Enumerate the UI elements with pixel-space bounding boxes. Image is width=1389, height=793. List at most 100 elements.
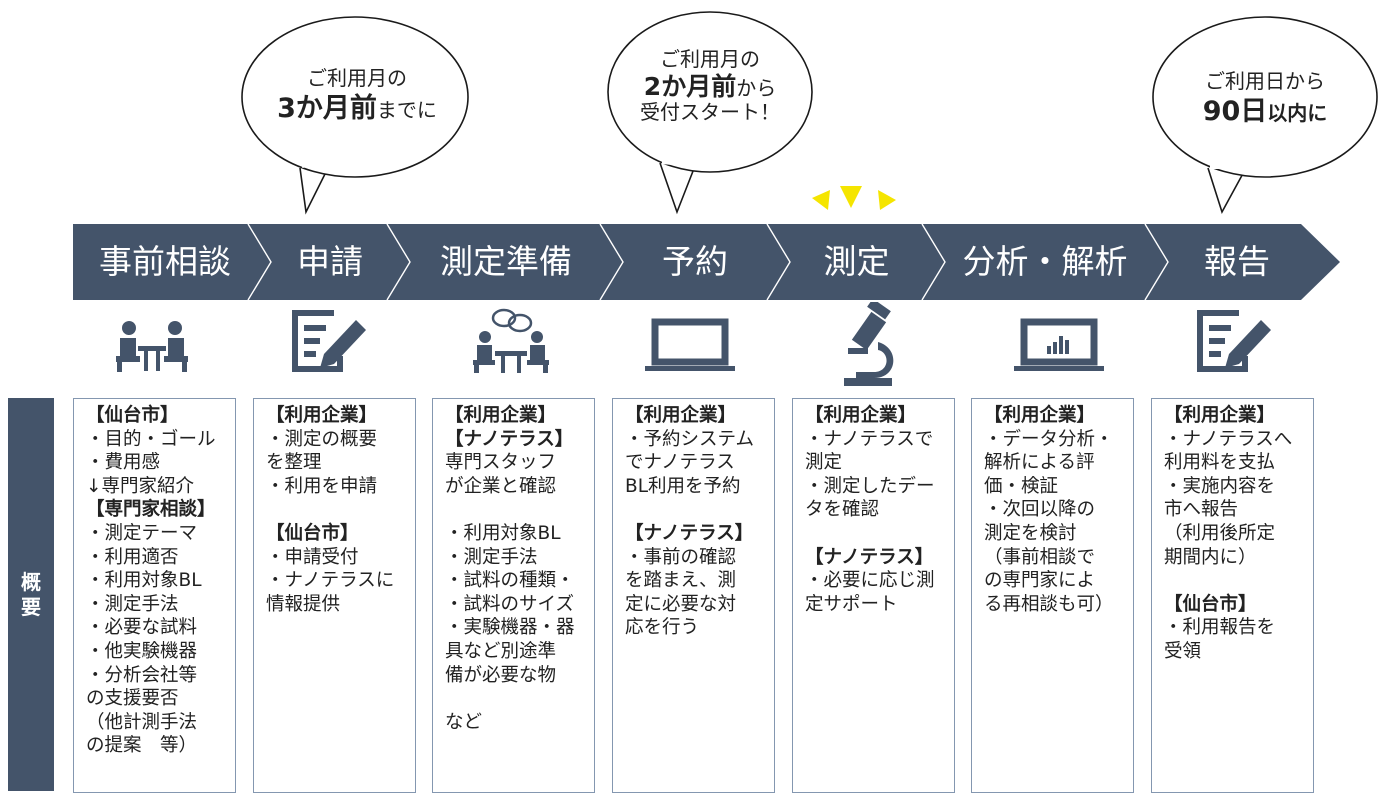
document-edit-icon (292, 310, 366, 372)
step-label-consultation: 事前相談 (99, 242, 231, 281)
overview-box-application: 【利用企業】・測定の概要を整理・利用を申請【仙台市】・申請受付・ナノテラスに情報… (253, 398, 416, 793)
box-line: を整理 (266, 452, 322, 474)
box-line: 期間内に） (1164, 546, 1257, 568)
box-line: ・分析会社等 (86, 664, 198, 686)
bubble-2-suffix: から (736, 75, 777, 100)
box-line: 定サポート (805, 593, 898, 615)
box-heading: 【利用企業】 (805, 405, 917, 426)
step-label-measurement: 測定 (823, 242, 890, 281)
box-line: 市へ報告 (1164, 499, 1239, 521)
box-line: 価・検証 (984, 475, 1059, 497)
box-line: など (445, 711, 483, 733)
box-heading: 【ナノテラス】 (805, 546, 934, 568)
document-edit-icon (1197, 310, 1271, 372)
box-line: 専門スタッフ (445, 452, 557, 474)
box-line: 測定を検討 (984, 522, 1077, 544)
microscope-icon (844, 302, 894, 386)
box-line: ・利用報告を (1164, 617, 1276, 639)
box-line: の専門家によ (984, 570, 1096, 592)
step-label-application: 申請 (297, 242, 363, 281)
speech-bubble-3 (1152, 16, 1378, 215)
box-line: ↓専門家紹介 (86, 475, 195, 497)
bubble-2-line3: 受付スタート！ (640, 100, 780, 125)
box-line: の提案 等） (86, 735, 198, 757)
box-heading: 【利用企業】 (984, 405, 1096, 426)
box-line: の支援要否 (86, 688, 179, 710)
box-line: ・利用対象BL (86, 570, 202, 592)
box-heading: 【利用企業】 (625, 405, 737, 426)
overview-side-label: 概 要 (8, 398, 54, 791)
box-line (266, 498, 409, 522)
box-line: ・実施内容を (1164, 475, 1276, 497)
overview-box-preparation: 【利用企業】【ナノテラス】専門スタッフが企業と確認・利用対象BL・測定手法・試料… (432, 398, 595, 793)
overview-box-analysis: 【利用企業】・データ分析・解析による評価・検証・次回以降の測定を検討（事前相談で… (971, 398, 1134, 793)
box-line: ・利用適否 (86, 546, 179, 568)
box-line: BL利用を予約 (625, 475, 741, 497)
box-heading: 【利用企業】 (445, 405, 557, 426)
box-heading: 【利用企業】 (266, 405, 378, 426)
box-line: ・必要に応じ測 (805, 570, 935, 592)
overview-box-consultation: 【仙台市】・目的・ゴール・費用感↓専門家紹介【専門家相談】・測定テーマ・利用適否… (73, 398, 236, 793)
box-heading: 【仙台市】 (266, 522, 359, 544)
step-label-preparation: 測定準備 (440, 242, 572, 281)
box-line: ・測定テーマ (86, 522, 198, 544)
box-line: ・費用感 (86, 452, 161, 474)
box-line: ・測定手法 (445, 546, 538, 568)
box-line: 応を行う (625, 617, 700, 639)
bubble-3-line1: ご利用日から (1205, 69, 1325, 93)
box-line: 具など別途準 (445, 640, 557, 662)
highlight-sparkles (812, 186, 896, 210)
box-line: ・利用を申請 (266, 475, 378, 497)
box-line: ・次回以降の (984, 499, 1096, 521)
box-line: ・申請受付 (266, 546, 359, 568)
box-line: ・予約システム (625, 428, 754, 450)
speech-bubble-1 (241, 16, 469, 215)
box-line: が企業と確認 (445, 475, 557, 497)
box-line: ・測定手法 (86, 593, 179, 615)
box-line: （利用後所定 (1164, 522, 1276, 544)
box-line: ・ナノテラスに (266, 570, 395, 592)
box-line: ・他実験機器 (86, 640, 198, 662)
box-line (625, 498, 768, 522)
box-line: 解析による評 (984, 452, 1095, 474)
analytics-laptop-icon (1014, 318, 1104, 371)
overview-box-report: 【利用企業】・ナノテラスへ利用料を支払・実施内容を市へ報告（利用後所定期間内に）… (1151, 398, 1314, 793)
box-line: ・ナノテラスへ (1164, 428, 1293, 450)
step-label-report: 報告 (1204, 242, 1270, 281)
box-line: ・実験機器・器 (445, 617, 575, 639)
box-line: ・測定したデー (805, 475, 935, 497)
box-line: ・ナノテラスで (805, 428, 934, 450)
box-line (805, 522, 948, 546)
box-line: 利用料を支払 (1164, 452, 1276, 474)
box-line: 測定 (805, 452, 843, 474)
box-heading: 【利用企業】 (1164, 405, 1276, 426)
box-line: 定に必要な対 (625, 593, 737, 615)
bubble-1-line1: ご利用月の (307, 66, 407, 90)
box-line (445, 687, 588, 711)
box-heading: 【仙台市】 (1164, 593, 1257, 615)
box-heading: 【仙台市】 (86, 405, 179, 426)
bubble-2-line1: ご利用月の (660, 47, 760, 71)
bubble-3-text: ご利用日から 90日以内に (1170, 69, 1360, 127)
meeting-icon (116, 321, 188, 372)
box-line: ・データ分析・ (984, 428, 1114, 450)
box-line: る再相談も可） (984, 593, 1114, 615)
box-heading: 【ナノテラス】 (445, 428, 574, 450)
discussion-icon (473, 308, 549, 373)
box-line: ・測定の概要 (266, 428, 378, 450)
box-line (445, 498, 588, 522)
bubble-1-text: ご利用月の 3か月前までに (262, 66, 452, 124)
box-line: ・試料のサイズ (445, 593, 574, 615)
box-line: でナノテラス (625, 452, 735, 474)
box-line (1164, 569, 1307, 593)
box-heading: 【ナノテラス】 (625, 522, 754, 544)
speech-bubble-2 (607, 11, 813, 215)
overview-label-char-2: 要 (21, 594, 41, 619)
bubble-1-suffix: までに (376, 97, 437, 122)
laptop-icon (645, 318, 735, 371)
bubble-2-emphasis: 2か月前 (643, 71, 737, 101)
box-line: ・必要な試料 (86, 617, 198, 639)
box-line: 受領 (1164, 640, 1202, 662)
box-line: 情報提供 (266, 593, 341, 615)
